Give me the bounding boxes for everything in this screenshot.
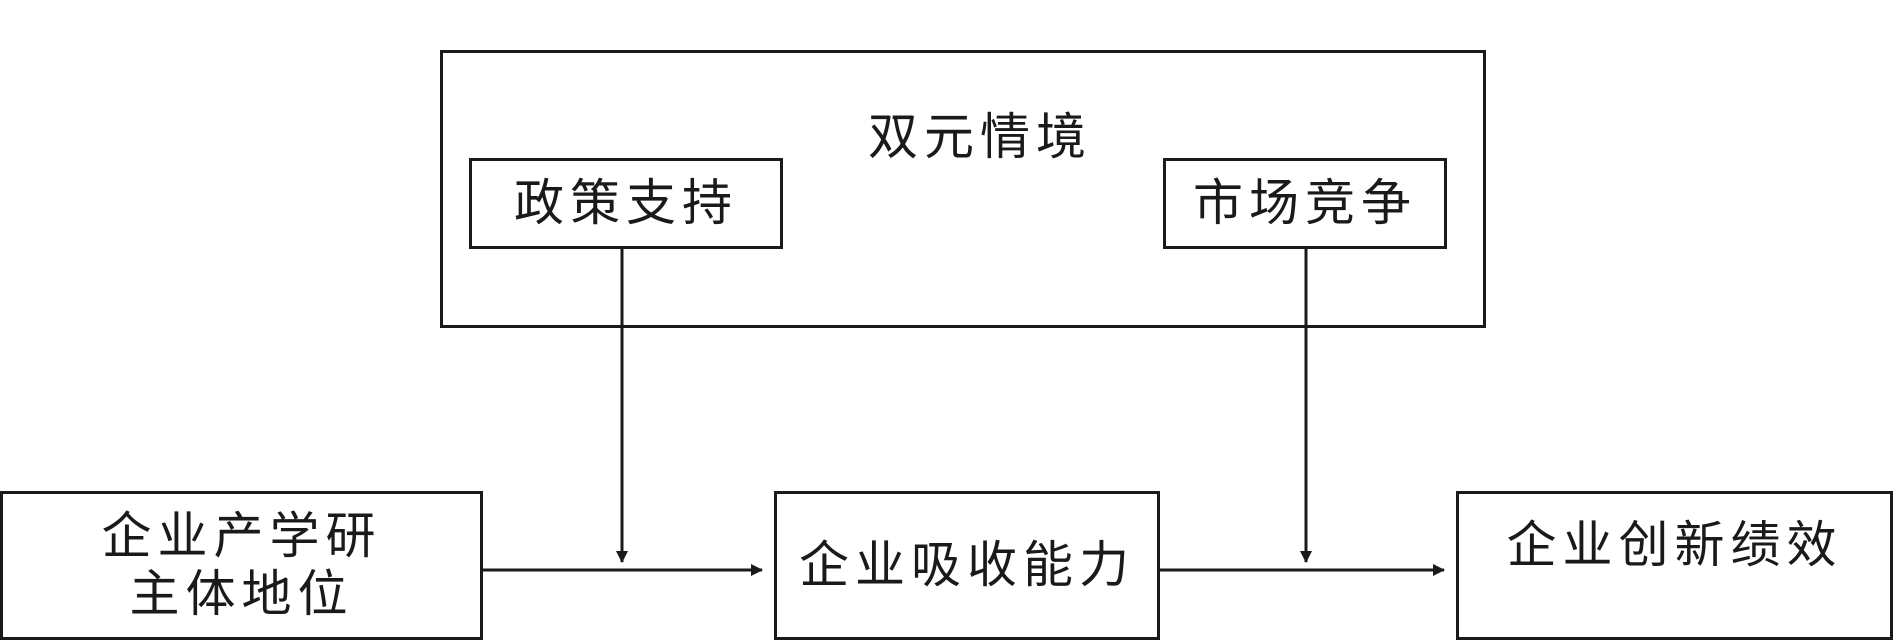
input-node-box: 企业产学研 主体地位: [0, 491, 483, 640]
mediator-node-box: 企业吸收能力: [774, 491, 1160, 640]
output-node-box: 企业创新绩效: [1456, 491, 1893, 640]
market-competition-label: 市场竞争: [1193, 173, 1417, 232]
input-node-line1: 企业产学研: [101, 507, 382, 565]
market-competition-box: 市场竞争: [1163, 158, 1447, 249]
context-group-title: 双元情境: [868, 108, 1092, 166]
input-node-line2: 主体地位: [129, 564, 354, 623]
mediator-node-label: 企业吸收能力: [799, 535, 1135, 594]
policy-support-label: 政策支持: [514, 173, 738, 232]
output-node-label: 企业创新绩效: [1506, 515, 1843, 574]
policy-support-box: 政策支持: [469, 158, 783, 249]
input-node-label: 企业产学研 主体地位: [3, 494, 480, 637]
